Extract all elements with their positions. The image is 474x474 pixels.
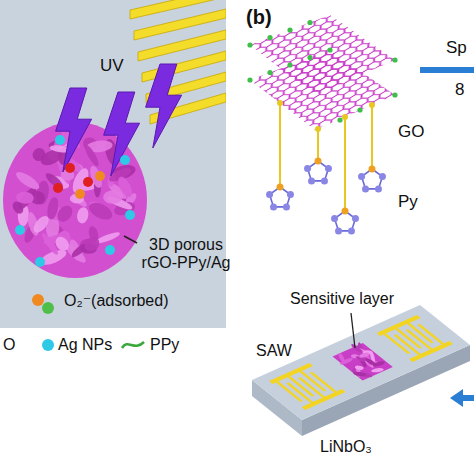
legend-swatch xyxy=(42,339,54,351)
edge-group-dot xyxy=(267,70,272,75)
uv-bolt xyxy=(104,92,140,176)
figure-label: (b) xyxy=(246,6,272,29)
saw-device xyxy=(252,305,470,436)
figure-label: UV xyxy=(100,56,124,76)
film-petal xyxy=(353,371,367,377)
film-petal xyxy=(76,206,90,224)
pyrrole-molecules xyxy=(266,100,386,234)
film-petal xyxy=(40,231,61,256)
legend-item: PPy xyxy=(120,336,179,354)
legend-item: O xyxy=(3,336,15,354)
film-petal xyxy=(83,143,101,167)
film-petal xyxy=(14,169,42,192)
edge-group-dot xyxy=(327,47,332,52)
legend-text: PPy xyxy=(150,336,179,354)
figure-label: O₂⁻(adsorbed) xyxy=(64,292,168,310)
film-petal xyxy=(337,352,345,363)
film-petal xyxy=(364,357,377,367)
particle-dot xyxy=(53,183,63,193)
edge-group-dot xyxy=(392,92,397,97)
legend-item: Ag NPs xyxy=(42,336,112,354)
particle-dot xyxy=(35,257,45,267)
oxygen-molecule xyxy=(32,294,54,314)
film-petal xyxy=(103,189,124,204)
figure-label: 3D porous rGO-PPy/Ag xyxy=(140,236,232,273)
electrode-fingers xyxy=(130,0,226,124)
edge-group-dot xyxy=(357,107,362,112)
film-petal xyxy=(82,234,102,254)
edge-group-dot xyxy=(287,27,292,32)
figure-label: Sp xyxy=(446,38,467,58)
pyrrole-ring xyxy=(266,100,294,210)
uv-bolt xyxy=(146,64,182,148)
particle-dot xyxy=(65,163,75,173)
edge-group-dot xyxy=(392,57,397,62)
edge-group-dot xyxy=(337,117,342,122)
film-petal xyxy=(359,352,370,359)
film-petal xyxy=(31,213,52,235)
figure-label: GO xyxy=(398,122,424,142)
film-petal xyxy=(54,203,75,225)
uv-bolts xyxy=(56,64,182,176)
particle-dot xyxy=(15,225,25,235)
legend-text: Ag NPs xyxy=(58,336,112,354)
legend-text: O xyxy=(3,336,15,354)
figure-label: 8 xyxy=(455,80,464,100)
particle-dot xyxy=(95,171,105,181)
leader-line xyxy=(351,313,355,348)
particle-dot xyxy=(83,177,93,187)
edge-group-dot xyxy=(267,35,272,40)
graphene-sheet xyxy=(250,50,395,130)
process-arrow xyxy=(420,67,474,73)
figure-label: Py xyxy=(398,192,418,212)
pyrrole-ring xyxy=(304,126,332,184)
panel-gap xyxy=(226,0,240,474)
idt-electrode xyxy=(269,363,345,410)
figure-label: LiNbO₃ xyxy=(320,438,372,456)
nanoparticles xyxy=(15,135,135,267)
legend-swatch xyxy=(120,338,146,352)
substrate-ground xyxy=(0,0,226,328)
oxygen-groups xyxy=(247,20,397,123)
film-petal xyxy=(11,199,26,215)
edge-group-dot xyxy=(247,42,252,47)
edge-group-dot xyxy=(307,20,312,25)
particle-dot xyxy=(105,245,115,255)
oxygen-atom xyxy=(32,294,44,306)
idt-electrode xyxy=(377,315,453,362)
figure-label: Sensitive layer xyxy=(290,290,394,308)
particle-dot xyxy=(75,189,85,199)
particle-dot xyxy=(55,135,65,145)
edge-group-dot xyxy=(307,55,312,60)
substrate-top xyxy=(252,305,470,420)
edge-group-dot xyxy=(247,77,252,82)
figure-label: SAW xyxy=(256,342,292,360)
particle-dot xyxy=(120,155,130,165)
oxygen-atom xyxy=(42,302,54,314)
pyrrole-ring xyxy=(358,102,386,192)
leader-line xyxy=(124,236,137,243)
edge-group-dot xyxy=(287,62,292,67)
film-petal xyxy=(355,365,364,370)
particle-dot xyxy=(125,210,135,220)
process-arrow xyxy=(450,389,474,407)
pyrrole-ring xyxy=(331,114,359,234)
film-petal xyxy=(371,367,384,373)
film-petal xyxy=(350,343,364,355)
uv-bolt xyxy=(56,88,92,172)
